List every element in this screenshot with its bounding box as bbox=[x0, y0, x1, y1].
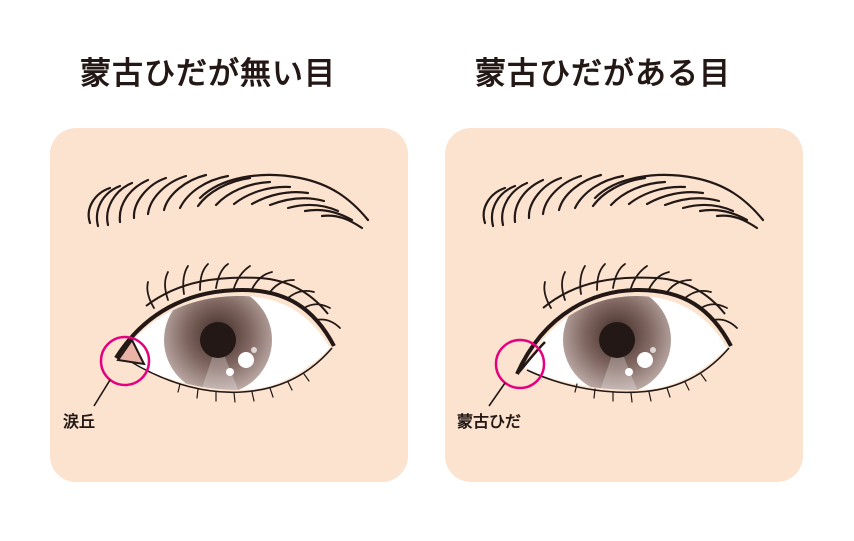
eye-illustration-no-fold bbox=[87, 173, 370, 407]
callout-leader-line bbox=[488, 382, 506, 407]
eyebrow bbox=[87, 173, 370, 230]
highlight-circle bbox=[99, 335, 151, 387]
lower-eyelashes bbox=[177, 373, 310, 403]
upper-eyelashes bbox=[146, 263, 341, 329]
highlight-circle bbox=[494, 338, 546, 390]
upper-eyelid bbox=[515, 287, 733, 375]
caruncle bbox=[116, 338, 146, 366]
callout-fold-label: 蒙古ひだ bbox=[457, 412, 522, 431]
callout-caruncle-label: 涙丘 bbox=[63, 412, 96, 431]
pupil bbox=[599, 322, 635, 358]
eye-panel-with-fold: 蒙古ひだ bbox=[445, 128, 803, 482]
heading-no-epicanthic-fold: 蒙古ひだが無い目 bbox=[80, 56, 336, 92]
eye-illustration-with-fold bbox=[482, 173, 765, 407]
lower-eyelashes bbox=[574, 373, 707, 403]
eye-panel-no-fold: 涙丘 bbox=[50, 128, 408, 482]
eyebrow bbox=[482, 173, 765, 230]
lower-eyelid bbox=[526, 347, 730, 394]
upper-eyelashes bbox=[543, 263, 738, 329]
heading-with-epicanthic-fold: 蒙古ひだがある目 bbox=[475, 56, 731, 92]
upper-eyelid bbox=[114, 287, 336, 360]
epicanthic-fold bbox=[518, 341, 546, 373]
lower-eyelid bbox=[127, 347, 333, 394]
callout-leader-line bbox=[93, 379, 111, 407]
pupil bbox=[200, 322, 236, 358]
